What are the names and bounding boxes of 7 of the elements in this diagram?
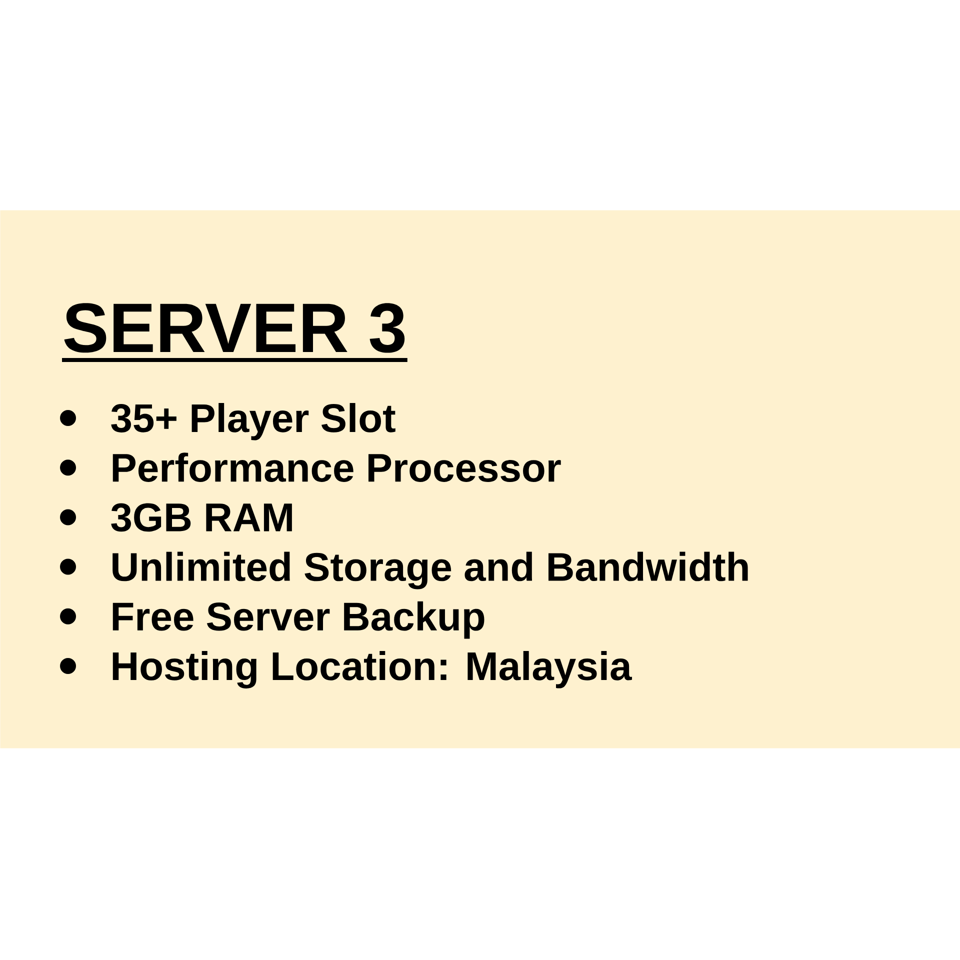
bullet-item: Hosting Location: Malaysia [60, 651, 632, 688]
bullet-item: Free Server Backup [60, 601, 484, 639]
bullet-item: 35+ Player Slot [60, 403, 396, 440]
bullet-item: Performance Processor [60, 452, 561, 482]
heading: SERVER 3 [62, 303, 408, 362]
bullet-item: Unlimited Storage and Bandwidth [60, 552, 748, 590]
bullet-item: 3GB RAM [60, 503, 292, 532]
